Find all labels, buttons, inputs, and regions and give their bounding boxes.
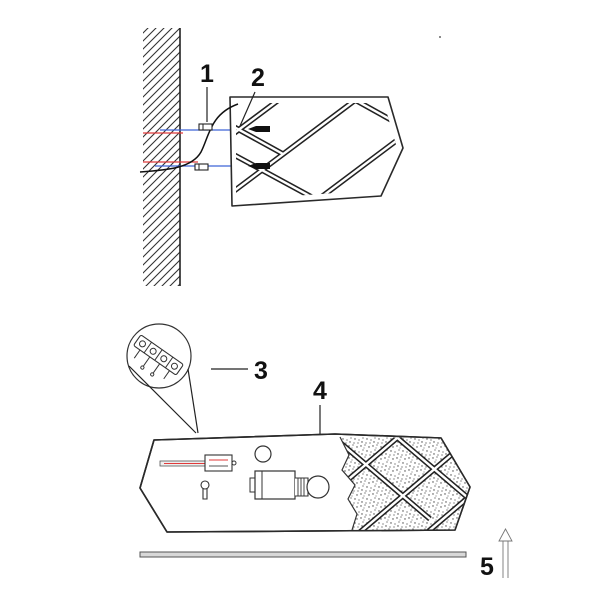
detail-cone-line-right <box>187 368 199 434</box>
wire-end <box>140 365 145 370</box>
terminal-divider <box>143 341 152 354</box>
terminal-wire <box>152 363 161 374</box>
texture-boundary <box>339 436 358 531</box>
wall-plug-body <box>194 163 209 171</box>
terminal-screw <box>149 347 157 355</box>
terminal-block <box>133 335 184 380</box>
callout-4-label: 4 <box>313 377 327 405</box>
screw-lower <box>248 163 270 169</box>
socket-thread-lines <box>297 478 305 496</box>
terminal-block-detail <box>126 323 199 434</box>
hatched-wall <box>143 28 180 286</box>
terminal-wire <box>143 356 151 367</box>
detail-contents <box>133 335 184 380</box>
socket-thread <box>295 477 309 497</box>
terminal-divider <box>164 356 174 369</box>
callout-3-label: 3 <box>254 357 268 385</box>
terminal-screw <box>160 355 168 363</box>
mounting-hole <box>254 445 272 463</box>
light-bulb <box>306 475 330 499</box>
arrow-shaft <box>502 541 509 578</box>
keyhole-slot-tail <box>202 488 208 500</box>
up-arrow-icon <box>498 528 513 578</box>
lattice-line-inner <box>259 122 397 200</box>
wire-end <box>150 372 155 377</box>
connector-tip <box>231 460 237 466</box>
supply-wire <box>139 103 239 173</box>
holder-body <box>254 470 296 500</box>
bottom-fixture-outline <box>139 433 471 533</box>
mounting-surface-bar <box>139 551 467 558</box>
callout-1-label: 1 <box>200 60 214 88</box>
lattice-line-inner <box>236 103 381 200</box>
terminal-divider <box>154 349 163 361</box>
lattice-line-inner <box>329 103 397 138</box>
stray-dot <box>439 36 441 38</box>
arrow-head <box>498 528 513 542</box>
lattice-line-inner <box>236 120 284 156</box>
wall-plug-body <box>198 123 213 131</box>
wall-plug-upper <box>198 123 213 131</box>
callout-5-label: 5 <box>480 553 494 581</box>
screw-upper <box>248 126 270 132</box>
cable-connector <box>159 454 237 472</box>
callout-2-leader <box>239 91 256 127</box>
detail-cone-line-left <box>128 365 197 434</box>
lattice-line-inner <box>340 437 431 520</box>
wall-section <box>143 28 181 286</box>
keyhole-slot <box>200 480 210 500</box>
terminal-screw <box>170 362 178 370</box>
lamp-holder <box>249 470 330 500</box>
lattice-line-inner <box>236 103 301 141</box>
connector-box <box>204 454 233 472</box>
callout-2-label: 2 <box>251 64 265 92</box>
terminal-wire <box>133 349 141 359</box>
lattice-line-inner <box>340 438 470 530</box>
wall-plug-lower <box>194 163 209 171</box>
keyhole-head <box>200 480 210 490</box>
terminal-wire <box>163 370 170 380</box>
holder-bracket <box>249 477 256 493</box>
terminal-screw <box>138 340 146 348</box>
